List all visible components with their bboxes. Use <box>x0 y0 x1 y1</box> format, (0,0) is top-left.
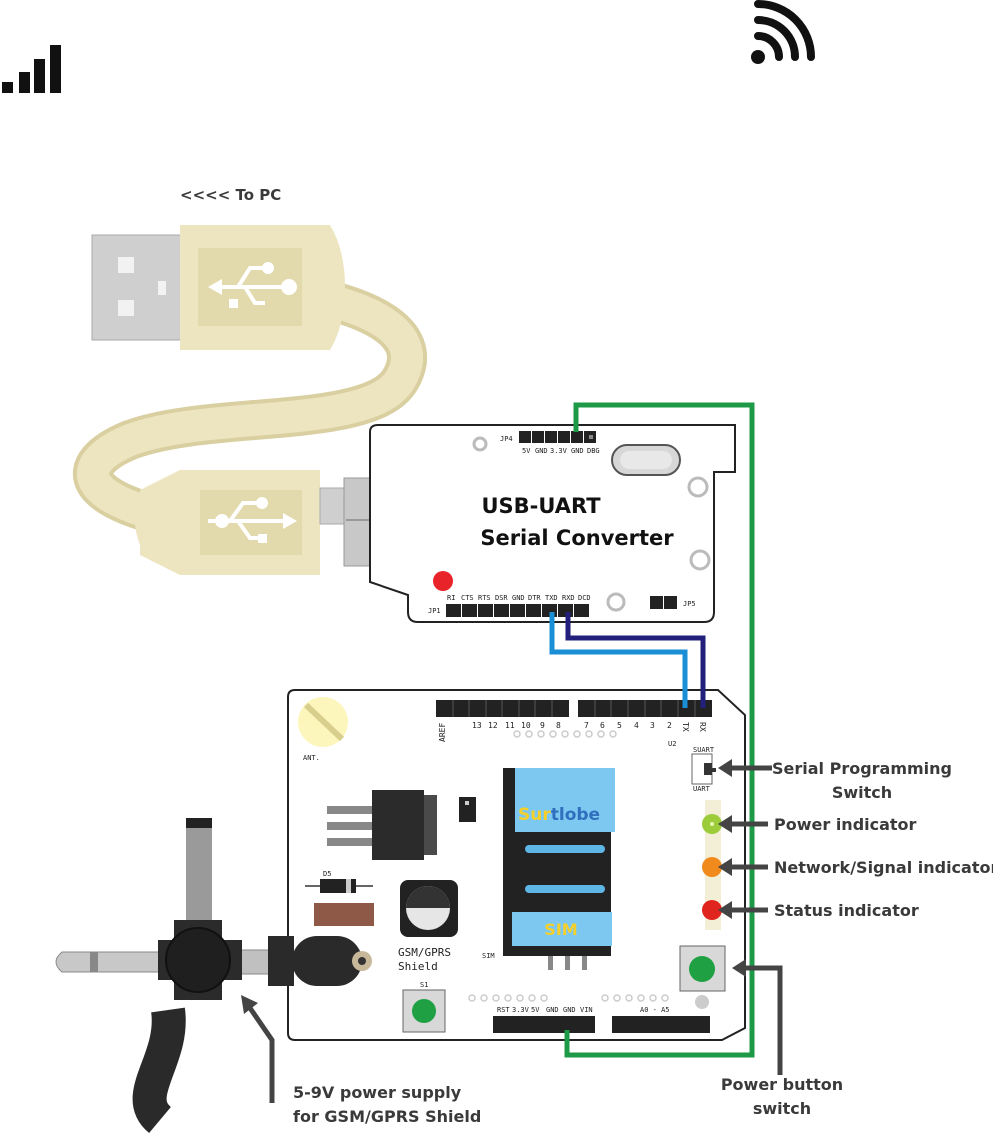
switch-label-top: SUART <box>693 746 715 754</box>
sim-small-label: SIM <box>482 952 495 960</box>
aref-label: AREF <box>438 723 447 742</box>
to-pc-label: <<<< To PC <box>180 186 281 204</box>
u2-label: U2 <box>668 740 676 748</box>
digital-pin-4: 4 <box>634 721 639 730</box>
jp1-pin-dcd: DCD <box>578 594 591 602</box>
digital-pin-5: 5 <box>617 721 622 730</box>
rxd-to-rx-wire <box>565 612 706 708</box>
digital-header-right <box>578 700 712 717</box>
digital-pin-13: 13 <box>472 721 482 730</box>
tx-pin-label: TX <box>681 722 690 732</box>
board-name-line1: GSM/GPRS <box>398 946 451 959</box>
sim-card-label: SIM <box>544 920 577 939</box>
gsm-gprs-shield-board: ANT. AREF 13 12 11 10 9 8 7 6 5 4 3 2 TX… <box>287 689 746 1041</box>
digital-header-left <box>436 700 569 717</box>
sim-card-holder <box>503 768 615 970</box>
header-holes-top <box>513 730 617 738</box>
converter-led <box>433 571 453 591</box>
switch-label-bottom: UART <box>693 785 711 793</box>
power-pin-rst: RST <box>497 1006 510 1014</box>
usb-a-plug <box>91 225 345 350</box>
power-button[interactable] <box>679 945 726 992</box>
jp1-pin-gnd: GND <box>512 594 525 602</box>
serial-programming-switch[interactable] <box>691 753 716 785</box>
status-indicator-label: Status indicator <box>774 901 919 920</box>
jp4-pin-gnd2: GND <box>571 447 584 455</box>
power-pin-gnd: GND <box>546 1006 559 1014</box>
board-name-line2: Shield <box>398 960 438 973</box>
jp4-header <box>519 431 596 443</box>
brand-logo: Surtlobe <box>518 805 600 825</box>
cellular-signal-icon <box>2 45 61 93</box>
converter-title-line2: Serial Converter <box>480 526 674 550</box>
network-indicator-label: Network/Signal indicator <box>774 858 993 877</box>
jp1-pin-ri: RI <box>447 594 455 602</box>
usb-cable <box>73 270 427 540</box>
jp1-pin-dsr: DSR <box>495 594 508 602</box>
jp4-pin-dbg: DBG <box>587 447 600 455</box>
analog-header <box>612 1016 710 1033</box>
power-pin-vin: VIN <box>580 1006 593 1014</box>
usb-symbol-icon-2 <box>208 497 297 543</box>
jp5-label: JP5 <box>683 600 696 608</box>
buzzer <box>400 880 458 937</box>
power-pin-3v3: 3.3V <box>512 1006 530 1014</box>
jp4-label: JP4 <box>500 435 513 443</box>
jp4-pin-gnd: GND <box>535 447 548 455</box>
usb-symbol-icon <box>208 262 297 308</box>
jp1-pin-cts: CTS <box>461 594 474 602</box>
d5-label: D5 <box>323 870 331 878</box>
wifi-icon <box>751 0 815 64</box>
txd-to-tx-wire <box>549 612 688 708</box>
digital-pin-9: 9 <box>540 721 545 730</box>
ant-label: ANT. <box>303 754 320 762</box>
power-pin-5v: 5V <box>531 1006 540 1014</box>
header-holes-bottom <box>468 994 669 1002</box>
serial-switch-label-line2: Switch <box>832 783 892 802</box>
jp1-label: JP1 <box>428 607 441 615</box>
rx-pin-label: RX <box>698 722 707 732</box>
converter-title-line1: USB-UART <box>481 494 601 518</box>
digital-pin-2: 2 <box>667 721 672 730</box>
power-button-label-line1: Power button <box>721 1075 843 1094</box>
serial-switch-label-line1: Serial Programming <box>772 759 952 778</box>
small-ic <box>459 797 476 822</box>
power-button-label-line2: switch <box>753 1099 811 1118</box>
jp5-header <box>650 596 677 609</box>
digital-pin-6: 6 <box>600 721 605 730</box>
power-supply-label-line2: for GSM/GPRS Shield <box>293 1107 481 1126</box>
digital-pin-8: 8 <box>556 721 561 730</box>
jp4-pin-3v3: 3.3V <box>550 447 568 455</box>
analog-label: A0 - A5 <box>640 1006 670 1014</box>
diode-d5 <box>305 879 373 893</box>
digital-pin-11: 11 <box>505 721 515 730</box>
voltage-regulator <box>327 790 437 860</box>
s1-button[interactable] <box>402 989 446 1033</box>
green-ground-wire <box>564 402 755 1058</box>
jp1-pin-rts: RTS <box>478 594 491 602</box>
power-button-mount <box>695 995 709 1009</box>
dc-power-jack <box>55 818 372 1134</box>
digital-pin-10: 10 <box>521 721 531 730</box>
s1-label: S1 <box>420 981 428 989</box>
digital-pin-7: 7 <box>584 721 589 730</box>
jp1-pin-txd: TXD <box>545 594 558 602</box>
resistor <box>314 903 374 926</box>
digital-pin-3: 3 <box>650 721 655 730</box>
callout-arrows <box>241 759 783 1103</box>
power-header <box>493 1016 595 1033</box>
network-indicator-led <box>702 857 722 877</box>
status-indicator-led <box>702 900 722 920</box>
power-pin-gnd2: GND <box>563 1006 576 1014</box>
jp1-pin-rxd: RXD <box>562 594 575 602</box>
power-supply-label-line1: 5-9V power supply <box>293 1083 462 1102</box>
jp4-pin-5v: 5V <box>522 447 531 455</box>
digital-pin-12: 12 <box>488 721 498 730</box>
power-indicator-label: Power indicator <box>774 815 917 834</box>
jp1-pin-dtr: DTR <box>528 594 541 602</box>
usb-uart-converter-board: USB-UART Serial Converter JP4 5V GND 3.3… <box>369 424 736 623</box>
